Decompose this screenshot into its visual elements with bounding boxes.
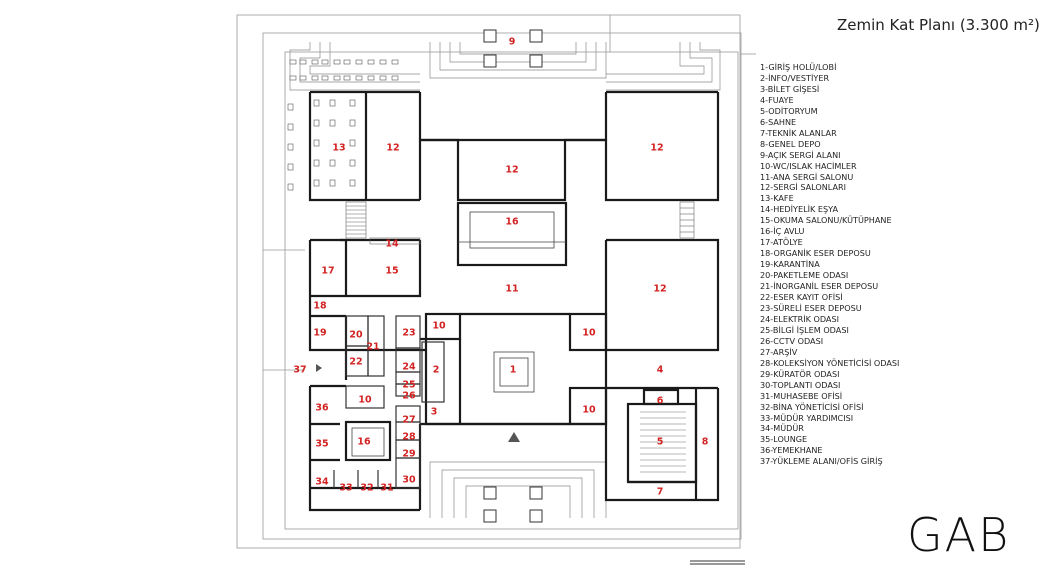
room-number: 5: [657, 437, 664, 448]
room-number: 13: [332, 143, 345, 154]
room-number: 25: [402, 380, 415, 391]
legend-item: 37-YÜKLEME ALANI/OFİS GİRİŞ: [760, 456, 883, 467]
legend-item: 33-MÜDÜR YARDIMCISI: [760, 412, 854, 423]
legend-item: 25-BİLGİ İŞLEM ODASI: [760, 324, 849, 335]
room-number: 10: [582, 328, 596, 339]
gab-logo: GAB: [907, 508, 1011, 562]
room-number: 7: [657, 487, 664, 498]
bottom-ramps: [429, 461, 607, 518]
legend-item: 9-AÇIK SERGİ ALANI: [760, 149, 841, 160]
partitions: [333, 315, 445, 489]
room-number: 6: [657, 396, 664, 407]
lobby-details: [351, 211, 566, 457]
room-number: 22: [349, 357, 362, 368]
room-number: 2: [433, 365, 440, 376]
room-number: 9: [509, 37, 516, 48]
legend-item: 13-KAFE: [760, 193, 794, 204]
legend-item: 15-OKUMA SALONU/KÜTÜPHANE: [760, 215, 892, 226]
bottom-sculptures: [483, 486, 543, 523]
legend-item: 16-İÇ AVLU: [760, 226, 805, 237]
legend-item: 10-WC/ISLAK HACİMLER: [760, 160, 857, 171]
legend-item: 8-GENEL DEPO: [760, 138, 821, 149]
room-number: 12: [505, 165, 518, 176]
cafe-tables: [287, 59, 399, 191]
legend-item: 30-TOPLANTI ODASI: [760, 379, 841, 390]
scale-bar: [690, 560, 745, 565]
room-number: 11: [505, 284, 518, 295]
legend-item: 32-BİNA YÖNETİCİSİ OFİSİ: [760, 401, 864, 412]
room-number: 35: [315, 439, 328, 450]
legend-item: 31-MUHASEBE OFİSİ: [760, 390, 843, 401]
room-number: 14: [385, 239, 399, 250]
auditorium-seating: [640, 411, 686, 473]
legend-item: 36-YEMEKHANE: [760, 445, 823, 456]
stairs: [345, 201, 695, 245]
legend-item: 28-KOLEKSİYON YÖNETİCİSİ ODASI: [760, 357, 900, 368]
site-outline: [236, 14, 756, 549]
legend-item: 7-TEKNİK ALANLAR: [760, 127, 837, 138]
legend-item: 26-CCTV ODASI: [760, 335, 824, 346]
legend-item: 5-ODİTORYUM: [760, 105, 818, 116]
room-number: 36: [315, 403, 329, 414]
room-number: 26: [402, 391, 416, 402]
room-number: 15: [385, 266, 398, 277]
legend-item: 11-ANA SERGİ SALONU: [760, 171, 854, 182]
top-sculptures: [483, 29, 543, 68]
room-number: 20: [349, 330, 363, 341]
room-number: 16: [357, 437, 371, 448]
room-number: 3: [431, 407, 438, 418]
legend-item: 20-PAKETLEME ODASI: [760, 270, 849, 281]
legend-item: 6-SAHNE: [760, 116, 797, 127]
legend-item: 23-SÜRELİ ESER DEPOSU: [760, 302, 862, 313]
entrance-arrows: [316, 364, 520, 442]
legend-item: 24-ELEKTRİK ODASI: [760, 313, 839, 324]
legend-item: 14-HEDİYELİK EŞYA: [760, 204, 838, 215]
room-number: 21: [366, 342, 379, 353]
room-number: 10: [432, 321, 446, 332]
legend-item: 3-BİLET GİŞESİ: [760, 83, 820, 94]
room-number: 19: [313, 328, 326, 339]
legend-item: 19-KARANTİNA: [760, 259, 820, 270]
room-number: 34: [315, 477, 329, 488]
room-number: 12: [653, 284, 666, 295]
legend-item: 1-GİRİŞ HOLÜ/LOBİ: [760, 62, 837, 72]
room-number: 28: [402, 432, 416, 443]
top-ramps: [289, 42, 721, 91]
room-number: 10: [358, 395, 372, 406]
plan-title: Zemin Kat Planı (3.300 m²): [837, 16, 1040, 34]
room-number: 23: [402, 328, 415, 339]
room-number: 16: [505, 217, 519, 228]
room-number: 12: [650, 143, 663, 154]
legend-item: 22-ESER KAYIT OFİSİ: [760, 292, 843, 303]
room-number: 1: [510, 365, 517, 376]
legend-item: 21-İNORGANİL ESER DEPOSU: [760, 281, 879, 292]
room-number: 12: [386, 143, 399, 154]
legend-item: 4-FUAYE: [760, 94, 794, 105]
room-number: 32: [360, 483, 373, 494]
room-number: 8: [702, 437, 709, 448]
room-number: 27: [402, 415, 415, 426]
room-number: 18: [313, 301, 327, 312]
room-number: 24: [402, 362, 416, 373]
legend-item: 34-MÜDÜR: [760, 423, 804, 434]
room-number: 31: [380, 483, 393, 494]
legend-item: 35-LOUNGE: [760, 434, 808, 445]
legend-item: 27-ARŞİV: [760, 346, 798, 357]
room-number: 37: [293, 365, 306, 376]
legend-item: 2-İNFO/VESTİYER: [760, 72, 830, 83]
legend-item: 17-ATÖLYE: [760, 237, 803, 248]
legend-item: 12-SERGİ SALONLARI: [760, 182, 847, 193]
room-number: 10: [582, 405, 596, 416]
room-number: 17: [321, 266, 334, 277]
legend-item: 29-KÜRATÖR ODASI: [760, 368, 840, 379]
room-number: 33: [339, 483, 352, 494]
building-walls: [308, 90, 720, 512]
room-number: 30: [402, 475, 416, 486]
legend-item: 18-ORGANİK ESER DEPOSU: [760, 248, 871, 259]
room-number: 4: [657, 365, 664, 376]
room-number: 29: [402, 449, 415, 460]
